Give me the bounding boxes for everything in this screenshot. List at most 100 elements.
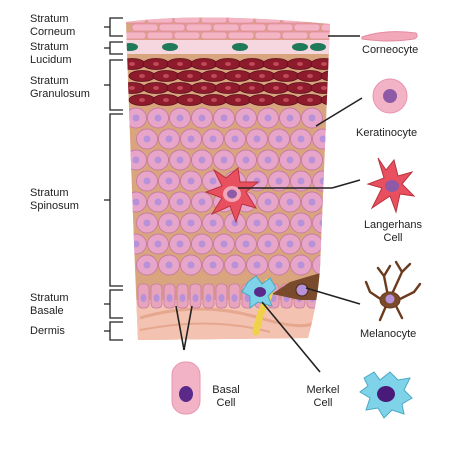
basal-nucleus: [141, 294, 147, 302]
granulosum-nucleus: [331, 98, 337, 102]
layer-brackets: [104, 18, 123, 340]
granulosum-nucleus: [259, 74, 265, 78]
granulosum-nucleus: [225, 62, 231, 66]
keratinocyte-nucleus: [166, 178, 173, 185]
granulosum-nucleus: [249, 62, 255, 66]
label-stratum-corneum: Stratum Corneum: [30, 13, 75, 39]
granulosum-nucleus: [177, 62, 183, 66]
granulosum-nucleus: [211, 98, 217, 102]
label-langerhans-line1: Langerhans: [358, 219, 428, 232]
keratinocyte-nucleus: [188, 178, 195, 185]
granulosum-nucleus: [235, 74, 241, 78]
keratinocyte-nucleus: [210, 220, 217, 227]
keratinocyte-nucleus: [177, 199, 184, 206]
corneocyte-cell: [255, 16, 281, 23]
keratinocyte-nucleus: [133, 199, 140, 206]
corneocyte-cell: [309, 16, 335, 23]
corneocyte-cell: [282, 16, 308, 23]
granulosum-nucleus: [283, 98, 289, 102]
keratinocyte-nucleus: [287, 199, 294, 206]
keratinocyte-nucleus: [210, 136, 217, 143]
granulosum-nucleus: [273, 62, 279, 66]
granulosum-nucleus: [259, 98, 265, 102]
keratinocyte-nucleus: [309, 199, 316, 206]
label-stratum-corneum-line2: Corneum: [30, 26, 75, 39]
basal-nucleus: [180, 294, 186, 302]
label-stratum-spinosum-line2: Spinosum: [30, 200, 79, 213]
keratinocyte-nucleus: [221, 157, 228, 164]
granulosum-nucleus: [129, 86, 135, 90]
corneocyte-cell: [159, 24, 185, 31]
basal-nucleus: [167, 294, 173, 302]
granulosum-nucleus: [235, 98, 241, 102]
keratinocyte-nucleus: [155, 115, 162, 122]
label-corneocyte-line1: Corneocyte: [362, 44, 418, 57]
keratinocyte-nucleus: [287, 241, 294, 248]
lucidum-cell: [162, 43, 178, 51]
keratinocyte-nucleus: [320, 136, 327, 143]
keratinocyte-nucleus: [155, 241, 162, 248]
keratinocyte-nucleus: [254, 262, 261, 269]
keratinocyte-nucleus: [309, 241, 316, 248]
label-keratinocyte: Keratinocyte: [356, 127, 417, 140]
keratinocyte-nucleus: [166, 262, 173, 269]
label-stratum-lucidum: Stratum Lucidum: [30, 41, 72, 67]
keratinocyte-nucleus: [265, 157, 272, 164]
keratinocyte-nucleus: [298, 220, 305, 227]
keratinocyte-nucleus: [309, 157, 316, 164]
melanocyte-illustration: [366, 262, 420, 320]
keratinocyte-nucleus: [243, 241, 250, 248]
granulosum-nucleus: [249, 86, 255, 90]
keratinocyte-nucleus: [265, 115, 272, 122]
keratinocyte-nucleus: [144, 178, 151, 185]
lucidum-cell: [292, 43, 308, 51]
keratinocyte-nucleus: [265, 241, 272, 248]
keratinocyte-nucleus: [133, 157, 140, 164]
basal-nucleus: [206, 294, 212, 302]
keratinocyte-nucleus: [144, 262, 151, 269]
keratinocyte-nucleus: [232, 136, 239, 143]
corneocyte-cell: [267, 24, 293, 31]
label-stratum-lucidum-line2: Lucidum: [30, 54, 72, 67]
granulosum-nucleus: [307, 98, 313, 102]
granulosum-nucleus: [187, 98, 193, 102]
label-stratum-basale: Stratum Basale: [30, 292, 69, 318]
corneocyte-cell: [120, 16, 146, 23]
granulosum-nucleus: [129, 62, 135, 66]
basal-cell-illustration: [172, 362, 200, 414]
corneocyte-cell: [294, 24, 320, 31]
granulosum-nucleus: [187, 74, 193, 78]
keratinocyte-nucleus: [199, 241, 206, 248]
lucidum-cell: [310, 43, 326, 51]
keratinocyte-nucleus: [133, 115, 140, 122]
corneocyte-cell: [201, 16, 227, 23]
granulosum-nucleus: [307, 74, 313, 78]
granulosum-nucleus: [153, 86, 159, 90]
label-keratinocyte-line1: Keratinocyte: [356, 127, 417, 140]
corneocyte-cell: [174, 16, 200, 23]
keratinocyte-nucleus: [276, 178, 283, 185]
keratinocyte-nucleus: [243, 157, 250, 164]
corneocyte-cell: [213, 24, 239, 31]
corneocyte-cell: [147, 32, 173, 39]
label-basal-cell: Basal Cell: [204, 384, 248, 410]
keratinocyte-nucleus: [320, 178, 327, 185]
granulosum-nucleus: [321, 62, 327, 66]
merkel-cell-illustration: [360, 372, 412, 418]
label-melanocyte-line1: Melanocyte: [360, 328, 416, 341]
keratinocyte-nucleus: [199, 115, 206, 122]
corneocyte-cell: [201, 32, 227, 39]
keratinocyte-nucleus: [144, 136, 151, 143]
corneocyte-cell: [321, 24, 347, 31]
keratinocyte-nucleus: [199, 157, 206, 164]
label-stratum-spinosum: Stratum Spinosum: [30, 187, 79, 213]
label-dermis: Dermis: [30, 325, 65, 338]
keratinocyte-nucleus: [188, 220, 195, 227]
keratinocyte-nucleus: [232, 262, 239, 269]
label-merkel-line2: Cell: [298, 397, 348, 410]
label-stratum-granulosum-line1: Stratum: [30, 75, 90, 88]
keratinocyte-nucleus: [320, 262, 327, 269]
keratinocyte-nucleus: [155, 157, 162, 164]
keratinocyte-nucleus: [221, 241, 228, 248]
keratinocyte-nucleus: [133, 241, 140, 248]
